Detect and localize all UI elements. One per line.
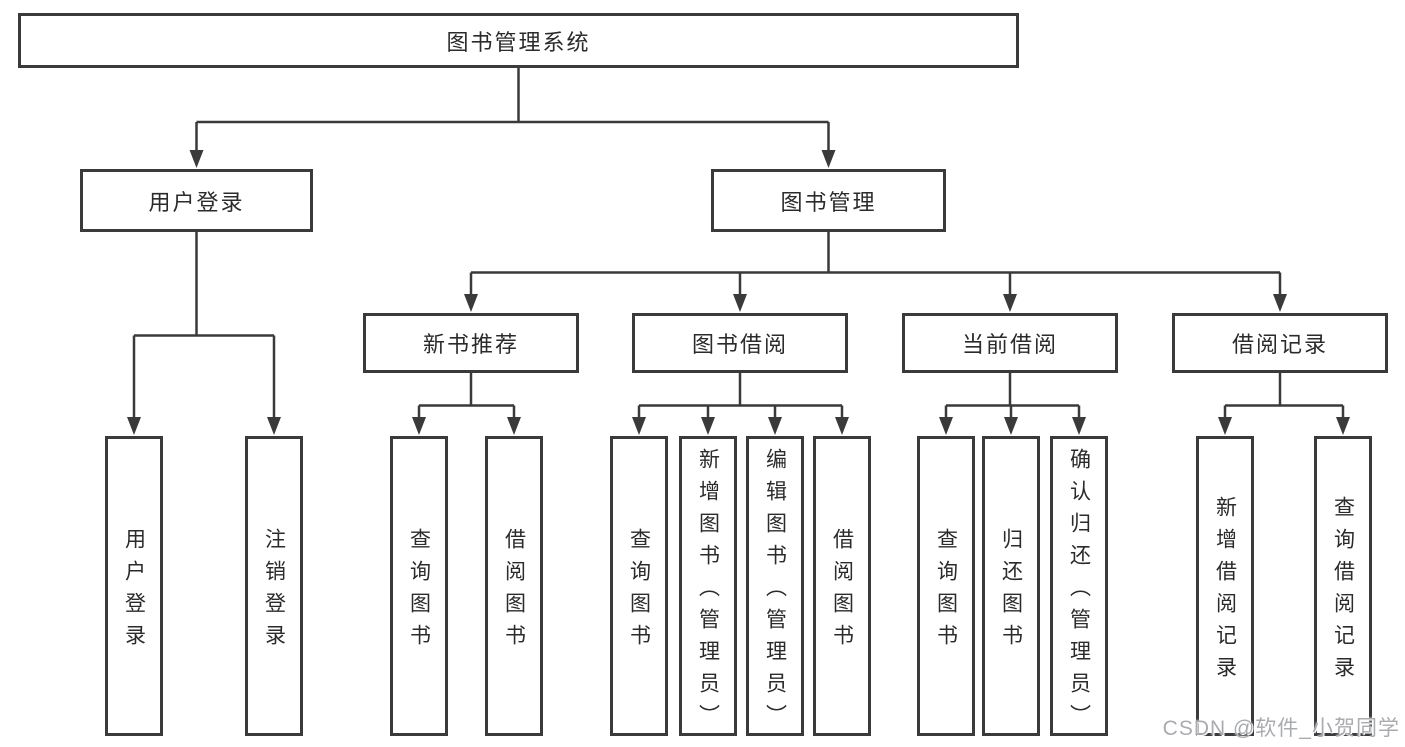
arrow-down-icon (768, 417, 782, 435)
node-label: 图书借阅 (691, 332, 788, 357)
node-current-borrowing: 当前借阅 (902, 313, 1118, 373)
node-label: 当前借阅 (961, 332, 1058, 357)
node-label: 查询借阅记录 (1331, 495, 1355, 688)
arrow-down-icon (464, 294, 478, 312)
node-label: 借阅记录 (1231, 332, 1328, 357)
arrow-down-icon (1072, 417, 1086, 435)
node-label: 确认归还（管理员） (1067, 447, 1091, 736)
arrow-down-icon (1003, 294, 1017, 312)
node-label: 查询图书 (407, 527, 431, 656)
node-label: 新增借阅记录 (1213, 495, 1237, 688)
arrow-down-icon (1004, 417, 1018, 435)
edge-recommend-to-leaves (417, 373, 516, 417)
leaf-borrow-books-2: 借阅图书 (813, 436, 871, 736)
arrow-down-icon (507, 417, 521, 435)
leaf-user-login: 用户登录 (105, 436, 163, 736)
node-label: 新书推荐 (422, 332, 519, 357)
leaf-add-book-admin: 新增图书（管理员） (679, 436, 737, 736)
node-label: 新增图书（管理员） (696, 447, 720, 736)
leaf-query-books-1: 查询图书 (390, 436, 448, 736)
edge-current-to-leaves (944, 373, 1081, 417)
arrow-down-icon (412, 417, 426, 435)
arrow-down-icon (189, 150, 204, 168)
node-label: 用户登录 (122, 527, 146, 656)
node-user-login-module: 用户登录 (80, 169, 313, 232)
leaf-query-borrow-record: 查询借阅记录 (1314, 436, 1372, 736)
node-borrowing-records: 借阅记录 (1172, 313, 1388, 373)
arrow-down-icon (267, 417, 281, 435)
arrow-down-icon (127, 417, 141, 435)
node-label: 借阅图书 (502, 527, 526, 656)
arrow-down-icon (1218, 417, 1232, 435)
arrow-down-icon (733, 294, 747, 312)
leaf-edit-book-admin: 编辑图书（管理员） (746, 436, 804, 736)
node-label: 注销登录 (262, 527, 286, 656)
edge-borrowing-to-leaves (637, 373, 844, 417)
node-label: 归还图书 (999, 527, 1023, 656)
edge-management-to-level3 (469, 232, 1282, 294)
edge-root-to-level2 (195, 68, 830, 150)
edge-records-to-leaves (1223, 373, 1345, 417)
leaf-borrow-books-1: 借阅图书 (485, 436, 543, 736)
node-new-book-recommendation: 新书推荐 (363, 313, 579, 373)
node-label: 图书管理 (780, 189, 877, 215)
node-book-borrowing: 图书借阅 (632, 313, 848, 373)
leaf-logout: 注销登录 (245, 436, 303, 736)
leaf-add-borrow-record: 新增借阅记录 (1196, 436, 1254, 736)
node-label: 查询图书 (934, 527, 958, 656)
node-label: 借阅图书 (830, 527, 854, 656)
node-label: 查询图书 (627, 527, 651, 656)
leaf-query-books-2: 查询图书 (610, 436, 668, 736)
arrow-down-icon (701, 417, 715, 435)
arrow-down-icon (939, 417, 953, 435)
node-label: 用户登录 (148, 189, 245, 215)
node-label: 编辑图书（管理员） (763, 447, 787, 736)
watermark-csdn: CSDN @软件_小贺同学 (1162, 717, 1400, 740)
node-label: 图书管理系统 (446, 29, 591, 55)
arrow-down-icon (821, 150, 836, 168)
leaf-confirm-return-admin: 确认归还（管理员） (1050, 436, 1108, 736)
arrowheads (127, 150, 1350, 435)
arrow-down-icon (835, 417, 849, 435)
node-library-management-system: 图书管理系统 (18, 13, 1019, 68)
arrow-down-icon (1336, 417, 1350, 435)
leaf-query-books-3: 查询图书 (917, 436, 975, 736)
node-book-management-module: 图书管理 (711, 169, 946, 232)
arrow-down-icon (632, 417, 646, 435)
arrow-down-icon (1273, 294, 1287, 312)
leaf-return-books: 归还图书 (982, 436, 1040, 736)
edge-login-to-leaves (132, 232, 276, 417)
